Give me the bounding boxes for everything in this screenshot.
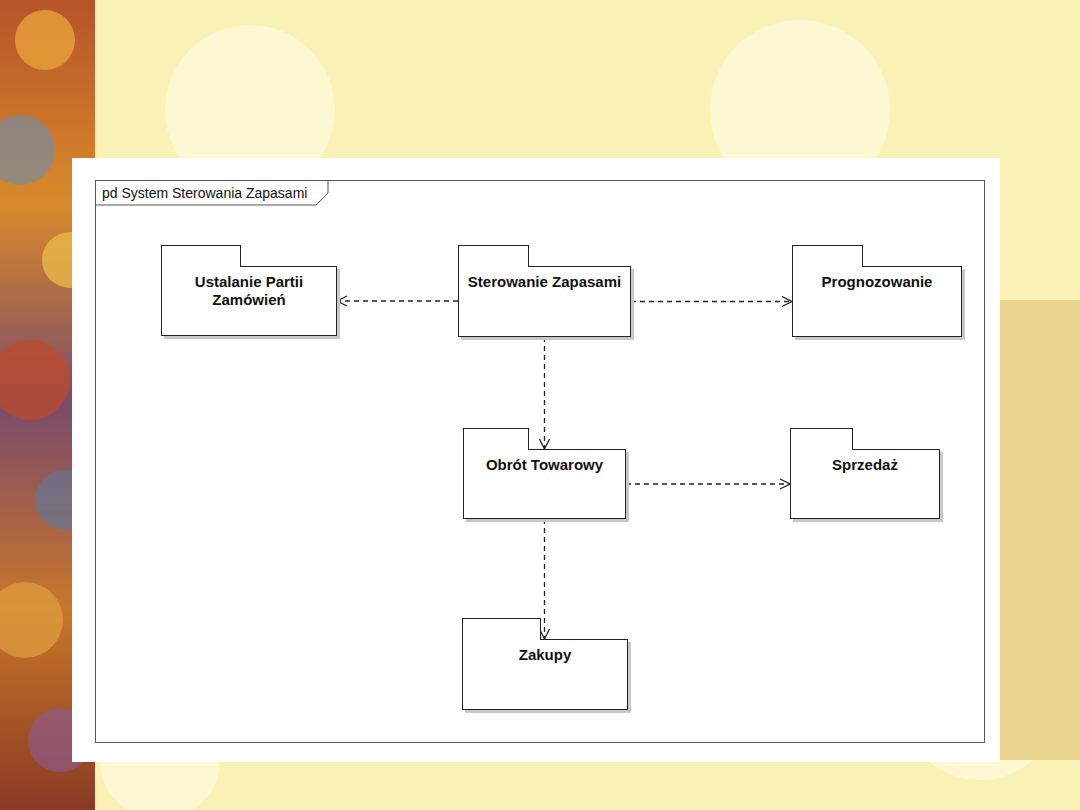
dependency-arrow <box>544 519 545 639</box>
package-tab <box>161 245 241 267</box>
right-band <box>1000 300 1080 760</box>
package-tab <box>462 618 541 640</box>
frame-title: pd System Sterowania Zapasami <box>102 185 307 201</box>
package-name: Sprzedaż <box>791 450 939 474</box>
diagram-frame: pd System Sterowania ZapasamiUstalanie P… <box>95 180 985 743</box>
package-name: Obrót Towarowy <box>464 450 625 474</box>
dependency-arrow <box>626 483 790 484</box>
package-tab <box>458 245 529 267</box>
package-name: Sterowanie Zapasami <box>459 267 630 291</box>
package-name: Zakupy <box>463 640 627 664</box>
package-box: Obrót Towarowy <box>463 449 626 519</box>
package-box: Ustalanie Partii Zamówień <box>161 266 337 336</box>
package-tab <box>790 428 853 450</box>
package-tab <box>463 428 529 450</box>
package-name: Ustalanie Partii Zamówień <box>162 267 336 309</box>
dependency-arrow <box>544 337 545 449</box>
package-name: Prognozowanie <box>793 267 961 291</box>
package-box: Sterowanie Zapasami <box>458 266 631 337</box>
frame-tab-outline <box>96 181 328 205</box>
package-box: Prognozowanie <box>792 266 962 337</box>
dependency-arrow <box>337 300 458 301</box>
package-tab <box>792 245 863 267</box>
package-box: Zakupy <box>462 639 628 710</box>
dependency-arrow <box>631 301 792 302</box>
package-box: Sprzedaż <box>790 449 940 519</box>
